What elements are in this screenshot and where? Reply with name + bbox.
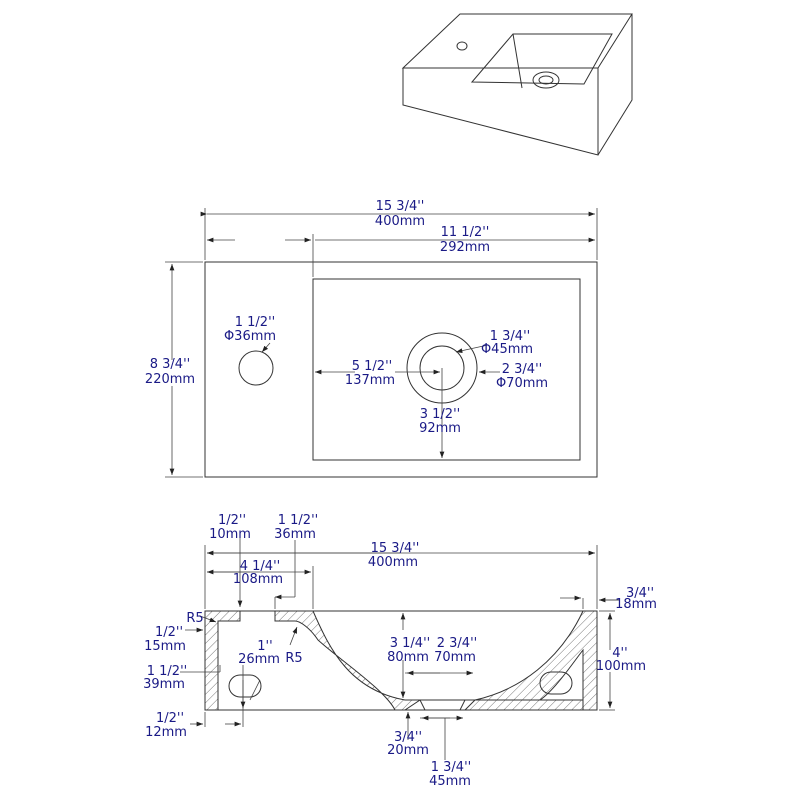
basin-width-mm: 292mm [440, 240, 490, 255]
section-width-mm: 400mm [368, 555, 418, 570]
right-wall-in: 3/4'' [626, 586, 654, 601]
isometric-view [401, 13, 633, 156]
height-in: 4'' [612, 646, 627, 661]
tap-hole-mm: Φ36mm [224, 329, 276, 344]
opening-mm: 36mm [274, 527, 316, 542]
depth-mm: 220mm [145, 372, 195, 387]
slot-mm: 26mm [238, 652, 280, 667]
drain-outer-mm: Φ70mm [496, 376, 548, 391]
inner-top-mm: 15mm [144, 639, 186, 654]
overflow-slot-right [539, 671, 573, 695]
height-mm: 100mm [596, 659, 646, 674]
depth-in: 8 3/4'' [150, 357, 190, 372]
slot-in: 1'' [257, 639, 272, 654]
drain-offset-x-mm: 137mm [345, 373, 395, 388]
radius-right: R5 [285, 651, 302, 666]
basin-outline [312, 278, 581, 461]
bottom-thick-mm: 20mm [387, 743, 429, 758]
tap-hole [238, 350, 274, 386]
top-wall-in: 1/2'' [218, 513, 246, 528]
inner-top-in: 1/2'' [155, 625, 183, 640]
drain-offset-y-mm: 92mm [419, 421, 461, 436]
drain-top-in: 2 3/4'' [437, 636, 477, 651]
drain-bottom-in: 1 3/4'' [431, 760, 471, 775]
radius-left: R5 [186, 611, 203, 626]
opening-in: 1 1/2'' [278, 513, 318, 528]
bottom-thick-in: 3/4'' [394, 730, 422, 745]
rim-in: 4 1/4'' [240, 559, 280, 574]
drain-outer-in: 2 3/4'' [502, 362, 542, 377]
slot-height-in: 1 1/2'' [147, 664, 187, 679]
drain-inner-mm: Φ45mm [481, 342, 533, 357]
drain-offset-x-in: 5 1/2'' [352, 359, 392, 374]
right-wall-mm: 18mm [615, 597, 657, 612]
slot-height-mm: 39mm [143, 677, 185, 692]
drain-inner-in: 1 3/4'' [490, 329, 530, 344]
overflow-slot-left [228, 674, 262, 698]
tap-hole-in: 1 1/2'' [235, 315, 275, 330]
section-width-in: 15 3/4'' [371, 541, 420, 556]
rim-mm: 108mm [233, 572, 283, 587]
basin-width-in: 11 1/2'' [441, 225, 490, 240]
plan-width-mm: 400mm [375, 214, 425, 229]
left-wall-in: 1/2'' [156, 711, 184, 726]
basin-depth-in: 3 1/4'' [390, 636, 430, 651]
basin-depth-mm: 80mm [387, 650, 429, 665]
drain-offset-y-in: 3 1/2'' [420, 407, 460, 422]
drain-top-mm: 70mm [434, 650, 476, 665]
top-wall-mm: 10mm [209, 527, 251, 542]
left-wall-mm: 12mm [145, 725, 187, 740]
drain-bottom-mm: 45mm [429, 774, 471, 789]
section-view: 1/2'' 10mm 1 1/2'' 36mm 15 3/4'' 400mm 4… [143, 513, 657, 789]
tap-hole-3d [456, 41, 468, 51]
plan-width-in: 15 3/4'' [376, 199, 425, 214]
plan-view: 15 3/4'' 400mm 11 1/2'' 292mm 8 3/4'' 22… [145, 199, 598, 478]
